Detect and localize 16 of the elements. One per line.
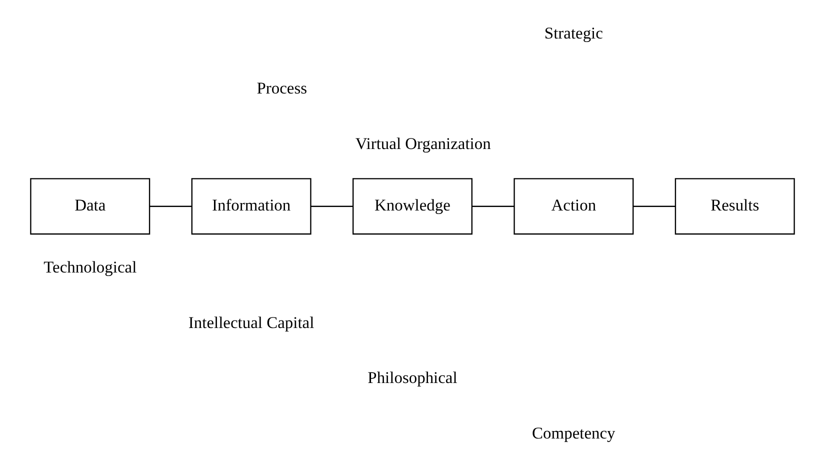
connector (310, 206, 352, 207)
connector (632, 206, 675, 207)
connector (472, 206, 514, 207)
connector (149, 206, 192, 207)
node-box: Knowledge (352, 178, 472, 235)
node-box: Data (30, 178, 150, 235)
label: Technological (43, 257, 136, 276)
label: Process (256, 78, 307, 98)
node-box: Action (513, 178, 634, 235)
node-box: Results (674, 178, 794, 235)
label: Intellectual Capital (188, 312, 314, 332)
node-box: Information (190, 178, 311, 235)
label: Virtual Organization (354, 134, 490, 153)
label: Strategic (544, 23, 602, 42)
label: Competency (532, 423, 615, 442)
label: Philosophical (367, 368, 457, 388)
